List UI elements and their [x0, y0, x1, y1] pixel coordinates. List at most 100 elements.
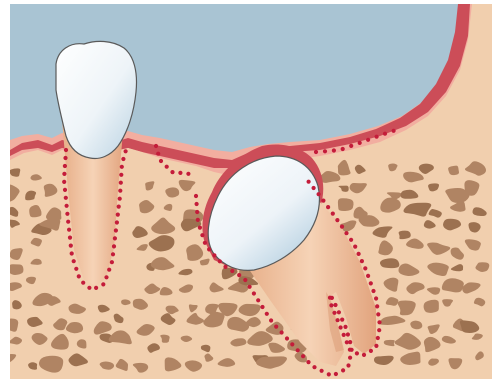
outline-dot [230, 269, 234, 273]
outline-dot [64, 148, 68, 152]
outline-dot [207, 247, 211, 251]
outline-dot [65, 212, 69, 216]
outline-dot [118, 189, 122, 193]
outline-dot [260, 305, 264, 309]
outline-dot [345, 340, 349, 344]
outline-dot [94, 286, 98, 290]
outline-dot [212, 253, 216, 257]
outline-dot [348, 348, 352, 352]
outline-dot [339, 325, 343, 329]
outline-dot [196, 218, 200, 222]
outline-dot [114, 228, 118, 232]
outline-dot [307, 180, 311, 184]
trabecula-blob [338, 198, 354, 211]
outline-dot [63, 188, 67, 192]
outline-dot [346, 363, 350, 367]
outline-dot [119, 181, 123, 185]
outline-dot [376, 312, 380, 316]
outline-dot [154, 144, 158, 148]
outline-dot [392, 129, 396, 133]
outline-dot [124, 149, 128, 153]
outline-dot [340, 318, 344, 322]
outline-dot [334, 372, 338, 376]
outline-dot [274, 325, 278, 329]
outline-dot [371, 289, 375, 293]
outline-dot [110, 260, 114, 264]
outline-dot [104, 275, 108, 279]
outline-dot [170, 170, 174, 174]
outline-dot [296, 348, 300, 352]
outline-dot [198, 226, 202, 230]
outline-dot [120, 165, 124, 169]
outline-dot [200, 233, 204, 237]
outline-dot [317, 192, 321, 196]
outline-dot [375, 135, 379, 139]
outline-dot [349, 238, 353, 242]
outline-dot [118, 197, 122, 201]
outline-dot [314, 150, 318, 154]
outline-dot [336, 318, 340, 322]
outline-dot [321, 199, 325, 203]
outline-dot [62, 172, 66, 176]
frame-top [0, 0, 496, 4]
outline-dot [332, 311, 336, 315]
outline-dot [349, 144, 353, 148]
outline-dot [165, 165, 169, 169]
outline-dot [377, 328, 381, 332]
outline-dot [159, 159, 163, 163]
outline-dot [77, 274, 81, 278]
outline-dot [344, 231, 348, 235]
outline-dot [363, 266, 367, 270]
outline-dot [358, 141, 362, 145]
outline-dot [377, 320, 381, 324]
outline-dot [290, 342, 294, 346]
outline-dot [101, 282, 105, 286]
outline-dot [62, 180, 66, 184]
outline-dot [70, 251, 74, 255]
outline-dot [374, 344, 378, 348]
outline-dot [115, 220, 119, 224]
outline-dot [223, 265, 227, 269]
outline-dot [320, 369, 324, 373]
outline-dot [63, 156, 67, 160]
outline-dot [178, 171, 182, 175]
outline-dot [252, 291, 256, 295]
outline-dot [186, 172, 190, 176]
outline-dot [326, 205, 330, 209]
outline-dot [369, 281, 373, 285]
outline-dot [87, 286, 91, 290]
outline-dot [156, 152, 160, 156]
outline-dot [323, 149, 327, 153]
outline-dot [375, 304, 379, 308]
outline-dot [327, 372, 331, 376]
outline-dot [335, 218, 339, 222]
outline-dot [117, 205, 121, 209]
outline-dot [65, 204, 69, 208]
outline-dot [342, 333, 346, 337]
trabecula-blob [448, 166, 459, 176]
outline-dot [357, 252, 361, 256]
outline-dot [360, 259, 364, 263]
outline-dot [121, 157, 125, 161]
outline-dot [348, 356, 352, 360]
outline-dot [112, 244, 116, 248]
outline-dot [341, 147, 345, 151]
outline-dot [333, 303, 337, 307]
outline-dot [195, 202, 199, 206]
outline-dot [340, 225, 344, 229]
outline-dot [116, 213, 120, 217]
outline-dot [203, 241, 207, 245]
outline-dot [81, 281, 85, 285]
outline-dot [237, 273, 241, 277]
outline-dot [280, 330, 284, 334]
outline-dot [328, 296, 332, 300]
outline-dot [312, 365, 316, 369]
outline-dot [366, 138, 370, 142]
outline-dot [341, 368, 345, 372]
outline-dot [74, 267, 78, 271]
outline-dot [346, 332, 350, 336]
outline-dot [111, 252, 115, 256]
outline-dot [72, 259, 76, 263]
